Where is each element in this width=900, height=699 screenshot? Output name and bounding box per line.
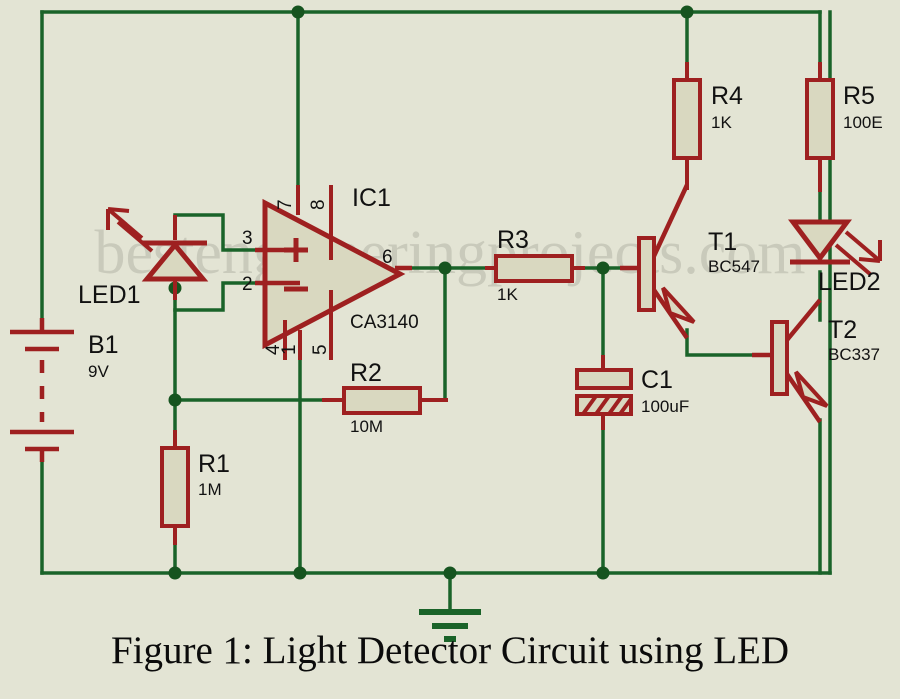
c1-ref-label: C1 [641, 366, 673, 394]
r1-body [160, 446, 190, 528]
opamp-pin7-number: 7 [275, 199, 296, 210]
t2-ref-label: T2 [828, 316, 857, 344]
battery-value-label: 9V [88, 362, 109, 381]
figure-caption: Figure 1: Light Detector Circuit using L… [110, 629, 790, 672]
ic1-opamp: 3 2 6 7 8 4 1 5 IC1 CA3140 [242, 184, 419, 360]
junction-dot [680, 5, 694, 19]
r2-body [342, 386, 422, 415]
opamp-pin1-number: 1 [279, 344, 300, 355]
opamp-polarity-icons [284, 238, 308, 292]
r4-value-label: 1K [711, 113, 732, 132]
r5-body [805, 78, 835, 160]
led1-ref-label: LED1 [78, 281, 141, 309]
t2-transistor: T2 BC337 [752, 298, 880, 424]
c1-negative-hatching [581, 394, 633, 416]
led1-light-arrows-icon [106, 207, 154, 253]
r4-body [672, 78, 702, 160]
r5-value-label: 100E [843, 113, 883, 132]
junction-dot [168, 393, 182, 407]
t2-value-label: BC337 [828, 345, 880, 364]
junction-dots [168, 5, 694, 580]
led1-component: LED1 [78, 207, 209, 309]
led2-anode-triangle [788, 219, 852, 263]
opamp-pin6-number: 6 [382, 247, 393, 268]
t1-collector-lead [651, 184, 690, 257]
junction-dot [293, 566, 307, 580]
opamp-pin8-number: 8 [308, 199, 329, 210]
c1-plate-positive [575, 368, 633, 390]
opamp-pin4-number: 4 [263, 344, 284, 355]
r1-value-label: 1M [198, 480, 222, 499]
wire-led1-to-pin3 [173, 213, 267, 252]
led2-component: LED2 [788, 219, 882, 296]
battery-b1: B1 9V [10, 318, 119, 462]
t1-emitter-arrow-icon [661, 286, 696, 324]
t2-base-bar [770, 320, 789, 396]
opamp-bottom-pins [283, 290, 333, 360]
opamp-top-pins [296, 185, 333, 260]
t1-base-bar [637, 236, 656, 312]
led2-light-arrows-icon [834, 230, 882, 276]
t1-ref-label: T1 [708, 228, 737, 256]
led1-anode-triangle [141, 241, 209, 282]
t2-emitter-arrow-icon [794, 370, 829, 408]
ic1-part-label: CA3140 [350, 312, 419, 333]
junction-dot [443, 566, 457, 580]
battery-ref-label: B1 [88, 331, 119, 359]
r2-ref-label: R2 [350, 359, 382, 387]
wire-led1-to-pin2 [173, 281, 267, 312]
ic1-ref-label: IC1 [352, 184, 391, 212]
r3-resistor: R3 1K [485, 226, 585, 304]
r3-body [494, 254, 574, 283]
wire-t1-emitter-to-t2-base [685, 328, 780, 357]
r3-ref-label: R3 [497, 226, 529, 254]
opamp-pin3-number: 3 [242, 228, 253, 249]
junction-dot [438, 261, 452, 275]
led2-ref-label: LED2 [818, 268, 881, 296]
r5-resistor: R5 100E [805, 62, 883, 192]
r4-resistor: R4 1K [672, 62, 743, 190]
r5-ref-label: R5 [843, 82, 875, 110]
opamp-pin5-number: 5 [310, 344, 331, 355]
r4-ref-label: R4 [711, 82, 743, 110]
junction-dot [168, 566, 182, 580]
junction-dot [291, 5, 305, 19]
c1-capacitor: C1 100uF [575, 355, 689, 430]
ground-earth-icon [419, 609, 481, 642]
junction-dot [596, 566, 610, 580]
r3-value-label: 1K [497, 285, 518, 304]
junction-dot [596, 261, 610, 275]
t2-collector-lead [785, 298, 822, 342]
r2-value-label: 10M [350, 417, 383, 436]
t1-value-label: BC547 [708, 257, 760, 276]
r1-resistor: R1 1M [160, 430, 230, 545]
opamp-pin2-number: 2 [242, 274, 253, 295]
r1-ref-label: R1 [198, 450, 230, 478]
t1-transistor: T1 BC547 [620, 184, 760, 340]
r2-resistor: R2 10M [322, 359, 448, 436]
c1-value-label: 100uF [641, 397, 689, 416]
